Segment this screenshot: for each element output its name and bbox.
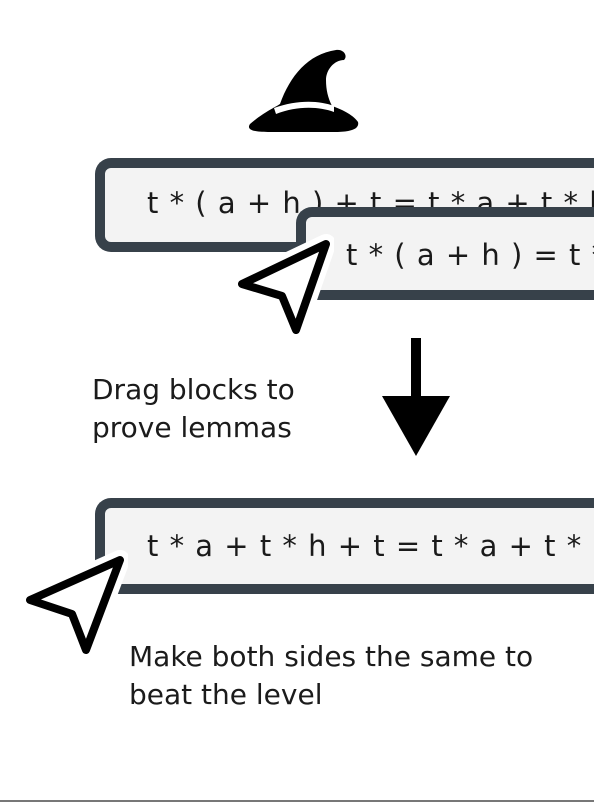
- equation-text: t * a + t * h + t = t * a + t * h + t: [147, 529, 594, 563]
- drag-caption: Drag blocks to prove lemmas: [92, 373, 295, 444]
- win-caption: Make both sides the same to beat the lev…: [129, 640, 534, 711]
- lemma-text: t * ( a + h ) = t * a + t * h: [346, 237, 594, 272]
- wizard-hat-icon: [248, 49, 359, 132]
- divider: [0, 800, 594, 802]
- cursor-arrow-icon: [234, 234, 334, 340]
- lemma-block-dragged[interactable]: t * ( a + h ) = t * a + t * h: [296, 207, 594, 300]
- arrow-down-icon: [382, 338, 450, 456]
- cursor-arrow-icon: [22, 550, 128, 660]
- equation-block-result[interactable]: t * a + t * h + t = t * a + t * h + t: [95, 498, 594, 594]
